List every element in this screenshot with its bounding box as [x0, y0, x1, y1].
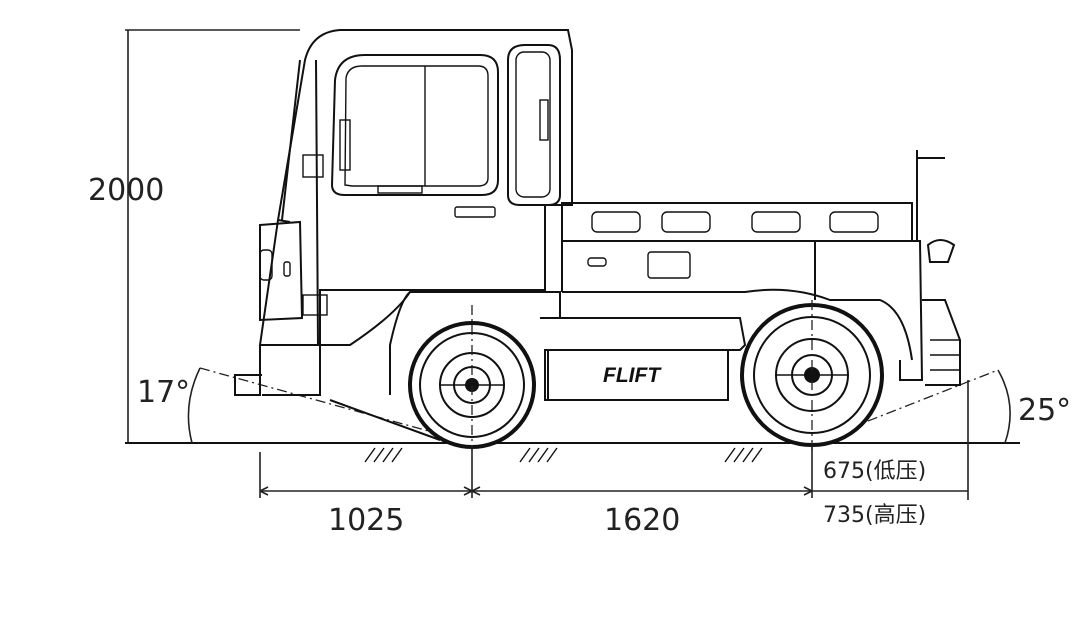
- departure-angle: 25°: [811, 369, 1071, 444]
- clearance-high-label: 735(高压): [823, 503, 926, 528]
- chassis: FLIFT: [234, 291, 747, 441]
- clearance-low-label: 675(低压): [823, 459, 926, 484]
- rear-wheel: [740, 300, 884, 450]
- brand-label: FLIFT: [603, 364, 662, 387]
- departure-angle-label: 25°: [1018, 393, 1071, 428]
- ground-hatch: [364, 447, 763, 463]
- front-overhang-label: 1025: [328, 503, 404, 538]
- length-dimensions: 1025 1620 675(低压) 735(高压): [259, 380, 969, 538]
- cab: [258, 29, 573, 346]
- height-label: 2000: [88, 173, 164, 208]
- front-wheel: [408, 305, 536, 450]
- height-dimension: 2000: [88, 29, 300, 443]
- wheelbase-label: 1620: [604, 503, 680, 538]
- approach-angle-label: 17°: [137, 375, 190, 410]
- rear-body: [561, 150, 961, 386]
- approach-angle: 17°: [137, 367, 473, 444]
